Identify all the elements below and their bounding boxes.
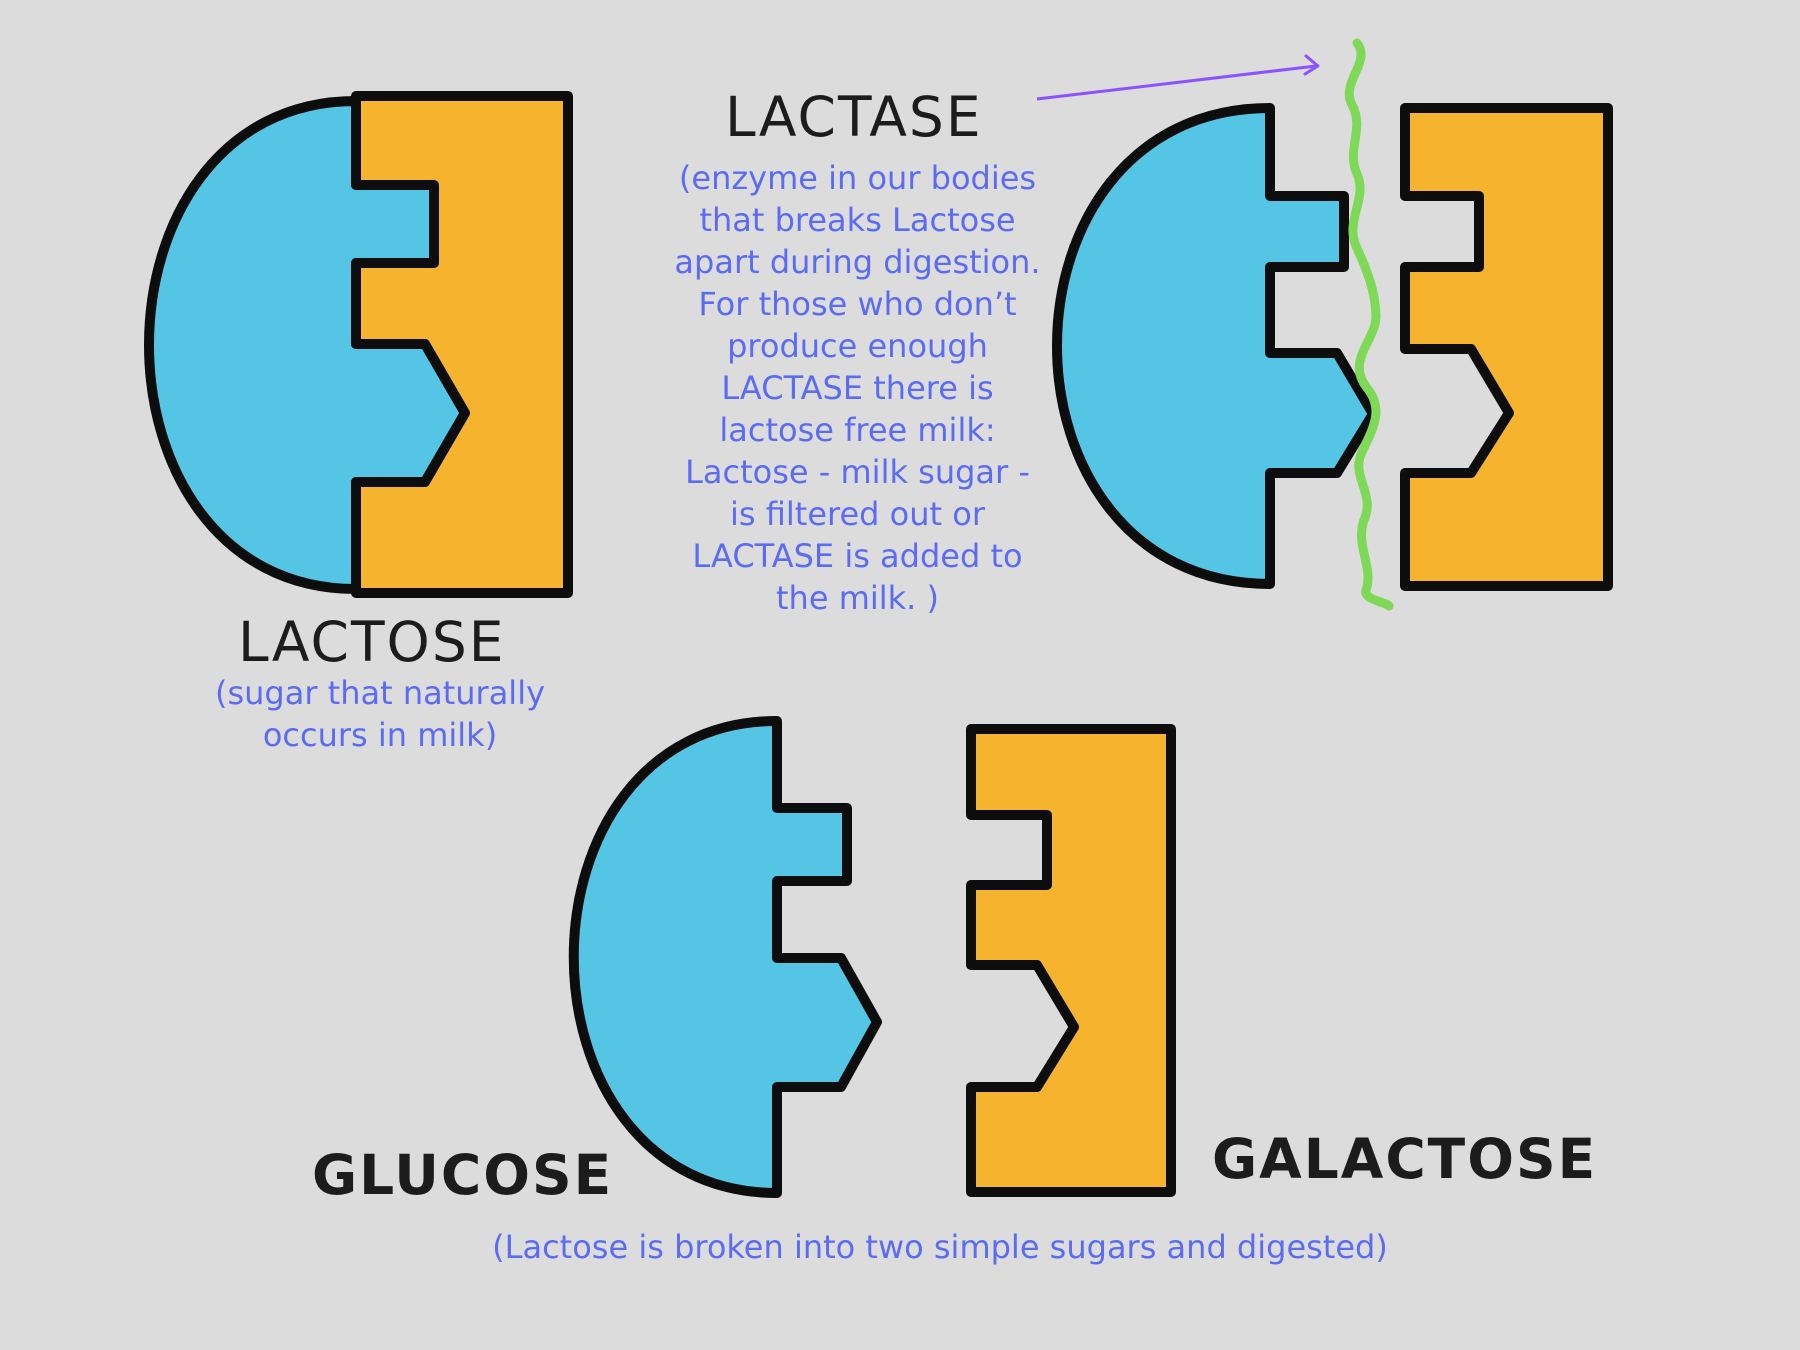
digested-products bbox=[568, 716, 1176, 1198]
glucose-piece bbox=[568, 716, 882, 1198]
split-galactose-piece bbox=[1400, 103, 1613, 591]
glucose-label: GLUCOSE bbox=[312, 1143, 614, 1207]
result-note: (Lactose is broken into two simple sugar… bbox=[492, 1228, 1388, 1266]
lactose-label: LACTOSE bbox=[238, 610, 506, 674]
lactase-enzyme-wavy-line bbox=[1344, 38, 1394, 611]
arrow-icon bbox=[1036, 54, 1320, 101]
galactose-label: GALACTOSE bbox=[1212, 1127, 1598, 1191]
galactose-piece bbox=[966, 724, 1176, 1197]
lactase-label: LACTASE bbox=[725, 85, 983, 149]
lactose-molecule bbox=[144, 91, 573, 598]
lactase-action bbox=[1036, 38, 1613, 611]
lactase-note: (enzyme in our bodies that breaks Lactos… bbox=[674, 159, 1041, 617]
lactose-galactose-part bbox=[351, 91, 573, 598]
lactose-note: (sugar that naturally occurs in milk) bbox=[214, 674, 546, 754]
split-glucose-piece bbox=[1052, 103, 1378, 589]
